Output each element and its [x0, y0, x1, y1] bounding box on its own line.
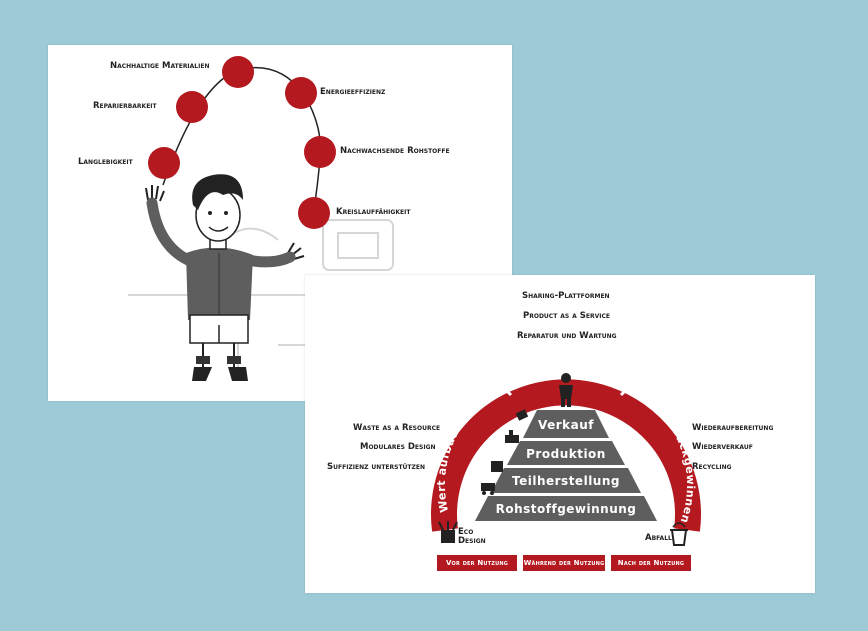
- phase-after-use: Nach der Nutzung: [611, 555, 691, 571]
- pyramid-level-raw: Rohstoffgewinnung: [496, 502, 637, 516]
- eco-design-icon: [438, 521, 458, 543]
- right-item-3: Recycling: [692, 462, 732, 472]
- box-icon: [491, 461, 503, 472]
- juggler-person: [145, 174, 305, 381]
- top-item-3: Reparatur und Wartung: [517, 331, 617, 341]
- label-materials: Nachhaltige Materialien: [110, 61, 210, 71]
- label-longevity: Langlebigkeit: [78, 157, 134, 167]
- phase-during-use: Während der Nutzung: [523, 555, 605, 571]
- circular-economy-card: Sharing-Plattformen Product as a Service…: [305, 275, 815, 593]
- value-pyramid: [475, 410, 657, 521]
- left-item-1: Waste as a Resource: [353, 423, 440, 433]
- label-renewable: Nachwachsende Rohstoffe: [340, 146, 450, 156]
- pyramid-level-sale: Verkauf: [538, 418, 594, 432]
- label-repair: Reparierbarkeit: [93, 101, 158, 111]
- ball-renewable: [304, 136, 336, 168]
- left-item-3: Suffizienz unterstützen: [327, 462, 425, 472]
- tag-icon: [515, 409, 529, 421]
- right-item-1: Wiederaufbereitung: [692, 423, 773, 433]
- circular-economy-diagram: Sharing-Plattformen Product as a Service…: [327, 291, 773, 546]
- pyramid-level-parts: Teilherstellung: [512, 474, 620, 488]
- factory-icon: [505, 430, 519, 443]
- juggler-illustration: Nachhaltige Materialien Energieeffizienz…: [78, 56, 468, 381]
- left-item-2: Modulares Design: [360, 442, 436, 452]
- label-circularity: Kreislauffähigkeit: [336, 207, 411, 217]
- right-item-2: Wiederverkauf: [692, 442, 753, 452]
- waste-label: Abfall: [645, 533, 672, 543]
- trash-icon: [670, 522, 688, 546]
- top-item-2: Product as a Service: [523, 311, 610, 321]
- ball-repair: [176, 91, 208, 123]
- ball-materials: [222, 56, 254, 88]
- label-energy: Energieeffizienz: [320, 87, 386, 97]
- eco-label-2: Design: [458, 536, 486, 546]
- ball-energy: [285, 77, 317, 109]
- excavator-icon: [481, 483, 495, 495]
- juggler-card: Nachhaltige Materialien Energieeffizienz…: [48, 45, 512, 401]
- pyramid-level-production: Produktion: [526, 447, 606, 461]
- ball-circularity: [298, 197, 330, 229]
- eco-label-1: Eco: [458, 527, 473, 537]
- person-icon: [559, 373, 573, 407]
- phase-before-use: Vor der Nutzung: [437, 555, 517, 571]
- ball-longevity: [148, 147, 180, 179]
- top-item-1: Sharing-Plattformen: [522, 291, 610, 301]
